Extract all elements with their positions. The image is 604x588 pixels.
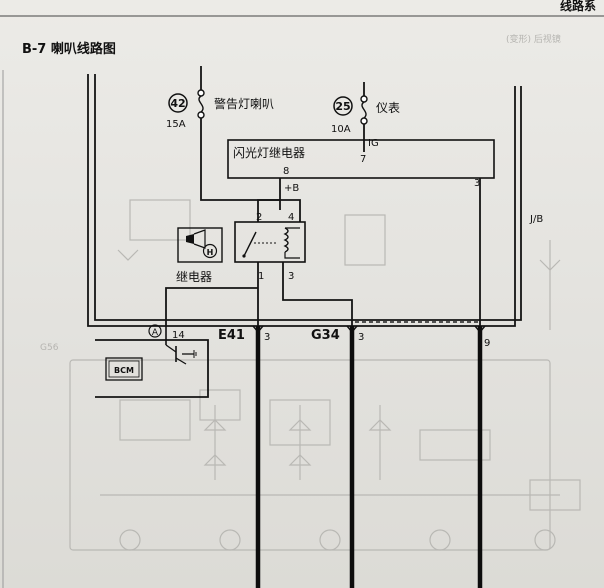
connector-e41-name: E41 [218, 328, 245, 343]
horn-relay-pin-4: 4 [288, 212, 294, 223]
fuse-25-number: 25 [335, 100, 350, 113]
bcm-connector-badge [148, 324, 162, 338]
bcm-module [95, 326, 209, 398]
horn-relay-pin-3: 3 [288, 271, 294, 282]
connector-e41 [252, 325, 264, 588]
flasher-relay-box [227, 139, 495, 179]
svg-text:G56: G56 [40, 343, 59, 353]
junction-box-outline [87, 74, 522, 327]
relay-wiring [165, 118, 481, 326]
connector-e41-pin: 3 [264, 332, 270, 343]
connector-g34-pin: 3 [358, 332, 364, 343]
background-faint-circuit: (变形) 后视镜 G56 [40, 33, 581, 551]
horn-badge-letter: H [207, 248, 214, 257]
connector-jb-9-pin: 9 [484, 338, 490, 349]
bcm-label: BCM [114, 366, 134, 375]
junction-box-label: J/B [529, 214, 543, 225]
horn-relay [234, 221, 306, 263]
horn-relay-pin-2: 2 [256, 212, 262, 223]
fuse-25-name: 仪表 [376, 101, 400, 115]
fuse-25-terminal: IG [368, 138, 379, 149]
fuse-25 [333, 82, 368, 152]
horn-icon [177, 227, 223, 263]
bcm-connector-letter: A [152, 328, 159, 338]
connector-jb-9 [474, 325, 486, 588]
fuse-42-number: 42 [170, 97, 185, 110]
flasher-relay-pin-8: 8 [283, 166, 289, 177]
page-title: B-7 喇叭线路图 [22, 41, 116, 57]
horn-relay-label: 继电器 [176, 270, 212, 284]
connector-g34-name: G34 [311, 328, 340, 343]
fuse-42 [168, 66, 205, 119]
fuse-42-rating: 15A [166, 119, 186, 130]
flasher-relay-title: 闪光灯继电器 [233, 146, 305, 160]
fuse-42-name: 警告灯喇叭 [214, 96, 274, 111]
flasher-relay-plus-b: +B [284, 183, 299, 194]
horn-relay-pin-1: 1 [258, 271, 264, 282]
bcm-pin-14: 14 [172, 330, 185, 341]
flasher-relay-pin-7: 7 [360, 154, 366, 165]
flasher-relay-pin-3: 3 [474, 178, 480, 189]
svg-text:(变形) 后视镜: (变形) 后视镜 [506, 33, 561, 45]
header-top-right: 线路系 [560, 0, 596, 13]
connector-g34 [346, 325, 358, 588]
fuse-25-rating: 10A [331, 124, 351, 135]
